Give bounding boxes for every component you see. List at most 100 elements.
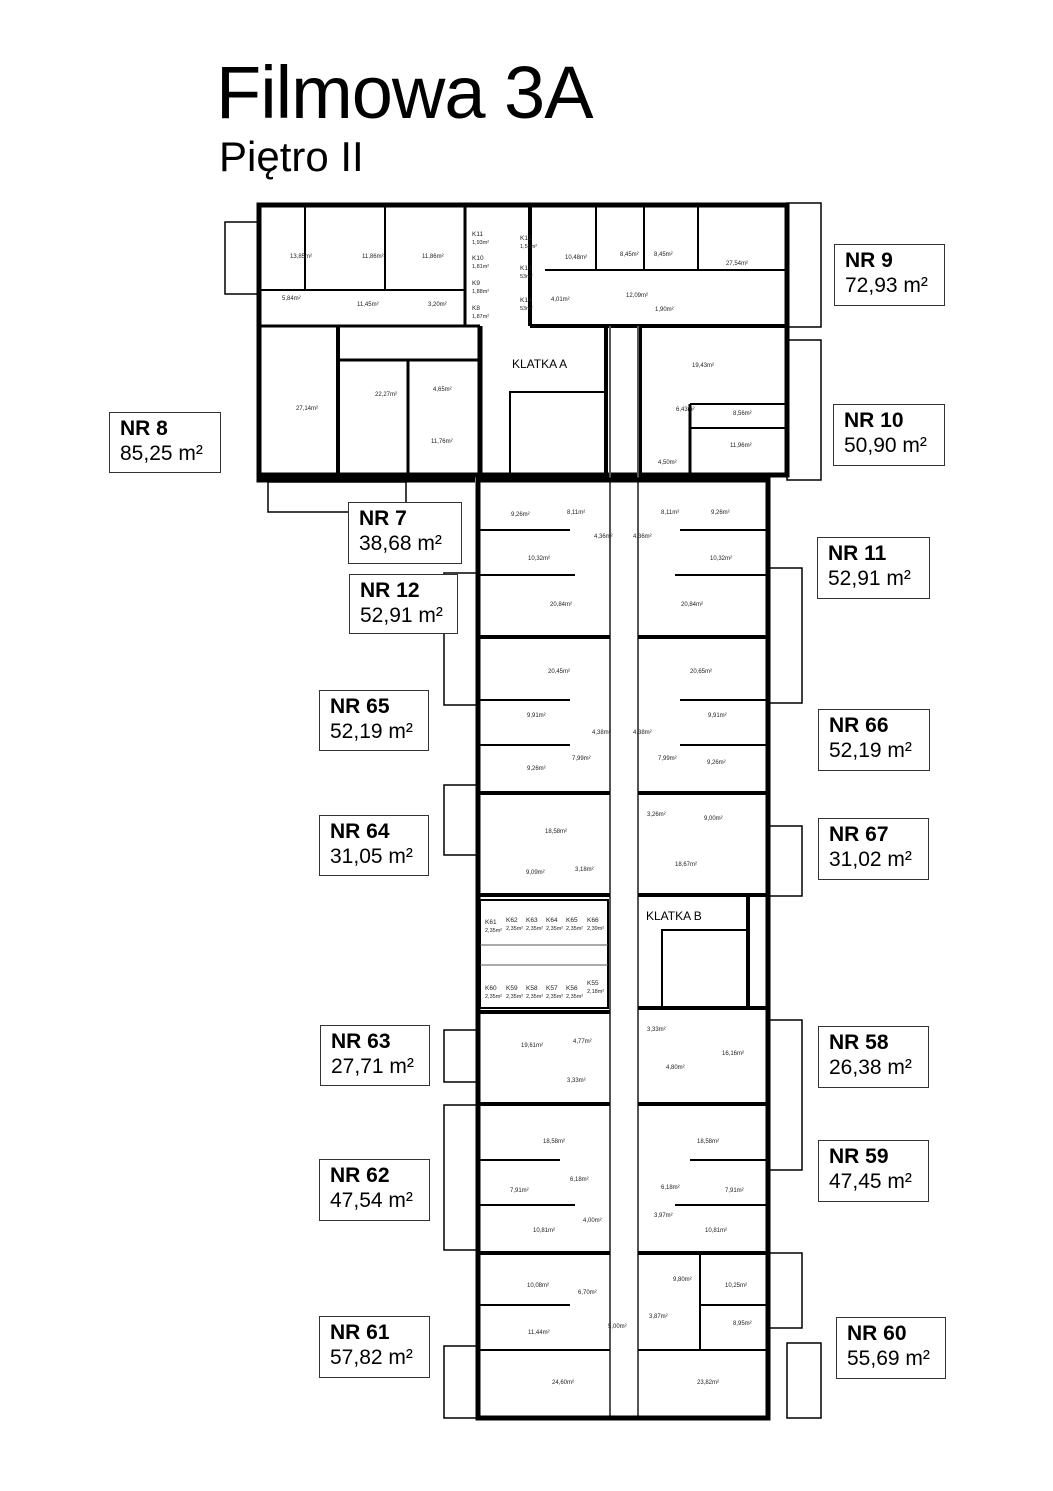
room-area-label: 9,26m² [511,512,530,518]
room-area-label: 10,25m² [725,1283,747,1289]
room-area-label: 8,11m² [567,510,585,516]
storage-room: K65 2,35m² [566,917,583,932]
storage-room-area: 1,55m² [520,244,537,250]
room-area-label: 19,61m² [521,1043,543,1049]
storage-room-label: K58 [526,985,538,992]
room-area-label: 11,86m² [422,254,444,260]
room-area-label: 9,26m² [711,510,730,516]
storage-room: K58 2,35m² [526,985,543,1000]
room-area-label: 11,45m² [357,302,379,308]
room-area-label: 20,65m² [690,669,712,675]
storage-room-label: K64 [546,917,558,924]
stairwell-a-label: KLATKA A [512,357,567,371]
storage-room-label: K11 [472,231,483,238]
unit-number: NR 63 [331,1030,391,1053]
unit-label-nr9: NR 9 72,93 m² [834,244,945,306]
unit-label-nr12: NR 12 52,91 m² [349,574,458,634]
stair-a-shape [509,391,607,475]
stair-b-shape [661,929,749,1009]
storage-room-area: 2,35m² [546,994,563,1000]
unit-label-nr60: NR 60 55,69 m² [836,1317,946,1379]
unit-area: 27,71 m² [331,1055,414,1078]
unit-label-nr66: NR 66 52,19 m² [818,709,930,771]
room-area-label: 10,81m² [705,1228,727,1234]
storage-room-area: 2,39m² [587,926,604,932]
room-area-label: 9,80m² [673,1277,692,1283]
unit-area: 47,45 m² [829,1170,912,1193]
unit-number: NR 7 [359,507,407,530]
stairwell-b-label: KLATKA B [646,909,702,923]
room-area-label: 24,60m² [552,1380,574,1386]
unit-label-nr65: NR 65 52,19 m² [319,690,429,751]
room-area-label: 27,54m² [726,261,748,267]
storage-room-area: 2,35m² [566,926,583,932]
unit-label-nr67: NR 67 31,02 m² [818,818,929,880]
room-area-label: 18,58m² [697,1139,719,1145]
storage-room-area: 1,81m² [472,264,489,270]
unit-area: 85,25 m² [120,442,203,465]
room-area-label: 7,91m² [725,1188,744,1194]
room-area-label: 7,91m² [510,1188,529,1194]
room-area-label: 4,38m² [633,730,652,736]
storage-room-label: K55 [587,980,599,987]
storage-room-label: K57 [546,985,558,992]
room-area-label: 8,95m² [733,1321,752,1327]
room-area-label: 3,33m² [647,1027,666,1033]
storage-room-label: K65 [566,917,578,924]
room-area-label: 8,11m² [661,510,679,516]
room-area-label: 10,08m² [527,1283,549,1289]
room-area-label: 7,99m² [572,756,591,762]
room-area-label: 8,56m² [733,411,752,417]
unit-number: NR 61 [330,1321,390,1344]
room-area-label: 10,81m² [533,1228,555,1234]
storage-room-area: 2,35m² [526,994,543,1000]
unit-number: NR 59 [829,1145,889,1168]
room-area-label: 23,82m² [697,1380,719,1386]
room-area-label: 6,18m² [570,1177,589,1183]
room-area-label: 9,26m² [527,766,546,772]
unit-label-nr61: NR 61 57,82 m² [319,1316,430,1378]
unit-area: 52,91 m² [360,604,443,627]
unit-number: NR 12 [360,579,420,602]
unit-area: 52,19 m² [829,739,912,762]
unit-area: 52,91 m² [828,567,911,590]
room-area-label: 3,26m² [647,812,666,818]
storage-room-label: K8 [472,305,480,312]
storage-room-area: 2,35m² [566,994,583,1000]
storage-room-area: 1,93m² [472,240,489,246]
south-tower-outline [475,477,771,1421]
unit-area: 47,54 m² [330,1189,413,1212]
room-area-label: 4,77m² [573,1039,592,1045]
unit-area: 57,82 m² [330,1346,413,1369]
room-area-label: 5,00m² [608,1324,627,1330]
room-area-label: 3,87m² [649,1314,668,1320]
storage-room-label: K12 [520,235,532,242]
room-area-label: 10,32m² [528,556,550,562]
storage-room-label: K14 [520,297,532,304]
unit-number: NR 60 [847,1322,907,1345]
room-area-label: 6,43m² [676,407,695,413]
room-area-label: 3,33m² [567,1078,586,1084]
room-area-label: 3,20m² [428,302,447,308]
room-area-label: 20,84m² [550,602,572,608]
unit-area: 38,68 m² [359,532,442,555]
room-area-label: 20,45m² [548,669,570,675]
storage-labels: K111,93m²K101,81m²K91,88m²K81,87m²K121,5… [472,231,604,1000]
room-area-label: 4,38m² [592,730,611,736]
unit-label-nr63: NR 63 27,71 m² [320,1025,430,1086]
room-area-label: 27,14m² [296,406,318,412]
room-area-label: 11,86m² [362,254,384,260]
unit-area: 31,05 m² [330,845,413,868]
room-area-label: 4,01m² [551,297,570,303]
storage-room-label: K13 [520,265,532,272]
unit-area: 55,69 m² [847,1347,930,1370]
room-area-label: 18,58m² [545,829,567,835]
